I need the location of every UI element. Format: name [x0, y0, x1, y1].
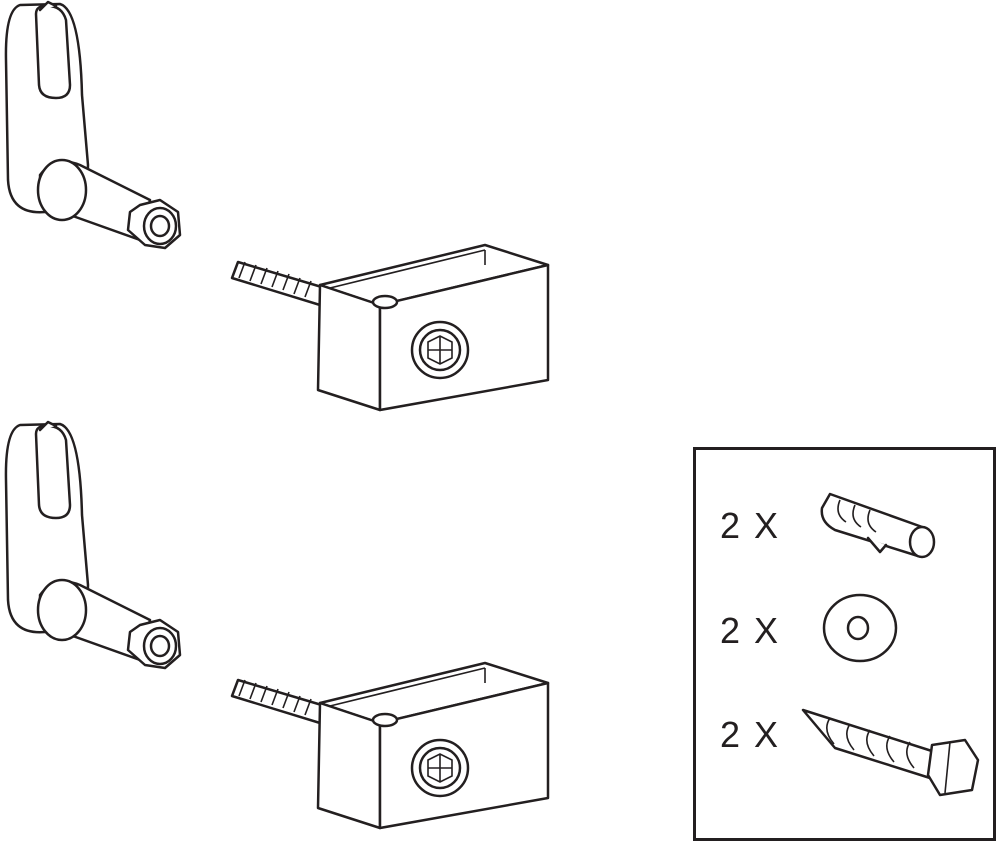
mounting-box-top: [230, 243, 550, 412]
hardware-parts-box: 2 X 2 X 2 X: [693, 447, 996, 841]
wall-hook-bracket-bottom: [4, 420, 182, 670]
mounting-box-bottom: [230, 661, 550, 830]
washer-icon: [822, 593, 898, 663]
wall-hook-bracket-top: [4, 0, 182, 250]
screw-quantity-label: 2 X: [720, 714, 781, 755]
wall-plug-icon: [820, 492, 936, 559]
lag-screw-icon: [801, 708, 980, 797]
washer-quantity-label: 2 X: [720, 610, 781, 651]
plug-quantity-label: 2 X: [720, 505, 781, 546]
